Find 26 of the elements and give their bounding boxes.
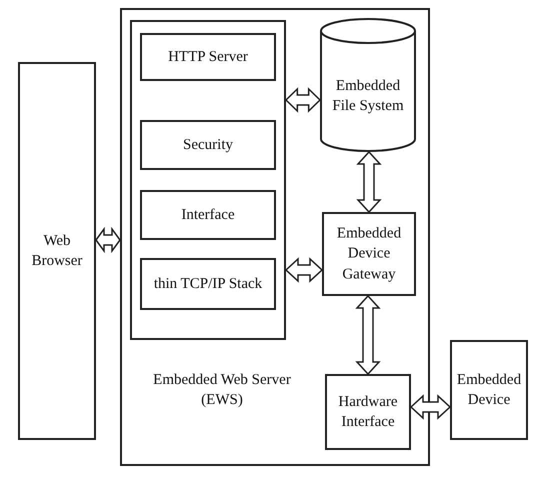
software-stack-panel xyxy=(130,20,286,340)
browser-box xyxy=(18,62,96,440)
double-arrow xyxy=(284,87,322,113)
process-box xyxy=(140,120,276,170)
double-arrow xyxy=(356,150,382,214)
process-box xyxy=(140,190,276,240)
process-box xyxy=(140,33,276,81)
node-label: Hardware Interface xyxy=(337,392,399,432)
node-label: Web Browser xyxy=(30,232,84,271)
process-box xyxy=(140,258,276,310)
node-label: Embedded File System xyxy=(331,76,405,116)
double-arrow xyxy=(95,226,121,254)
node-label: Interface xyxy=(180,206,236,225)
double-arrow xyxy=(410,394,452,420)
node-label: Security xyxy=(182,136,234,155)
node-label: Embedded Device xyxy=(456,370,522,410)
double-arrow xyxy=(284,257,324,283)
server-container xyxy=(120,8,430,466)
double-arrow xyxy=(355,294,381,376)
node-label: HTTP Server xyxy=(167,48,249,67)
node-label: Embedded Device Gateway xyxy=(336,224,402,284)
node-label: thin TCP/IP Stack xyxy=(152,274,264,294)
gateway-box xyxy=(322,212,416,296)
device-box xyxy=(450,340,528,440)
node-label: Embedded Web Server (EWS) xyxy=(152,371,292,410)
hardware-box xyxy=(325,374,411,450)
